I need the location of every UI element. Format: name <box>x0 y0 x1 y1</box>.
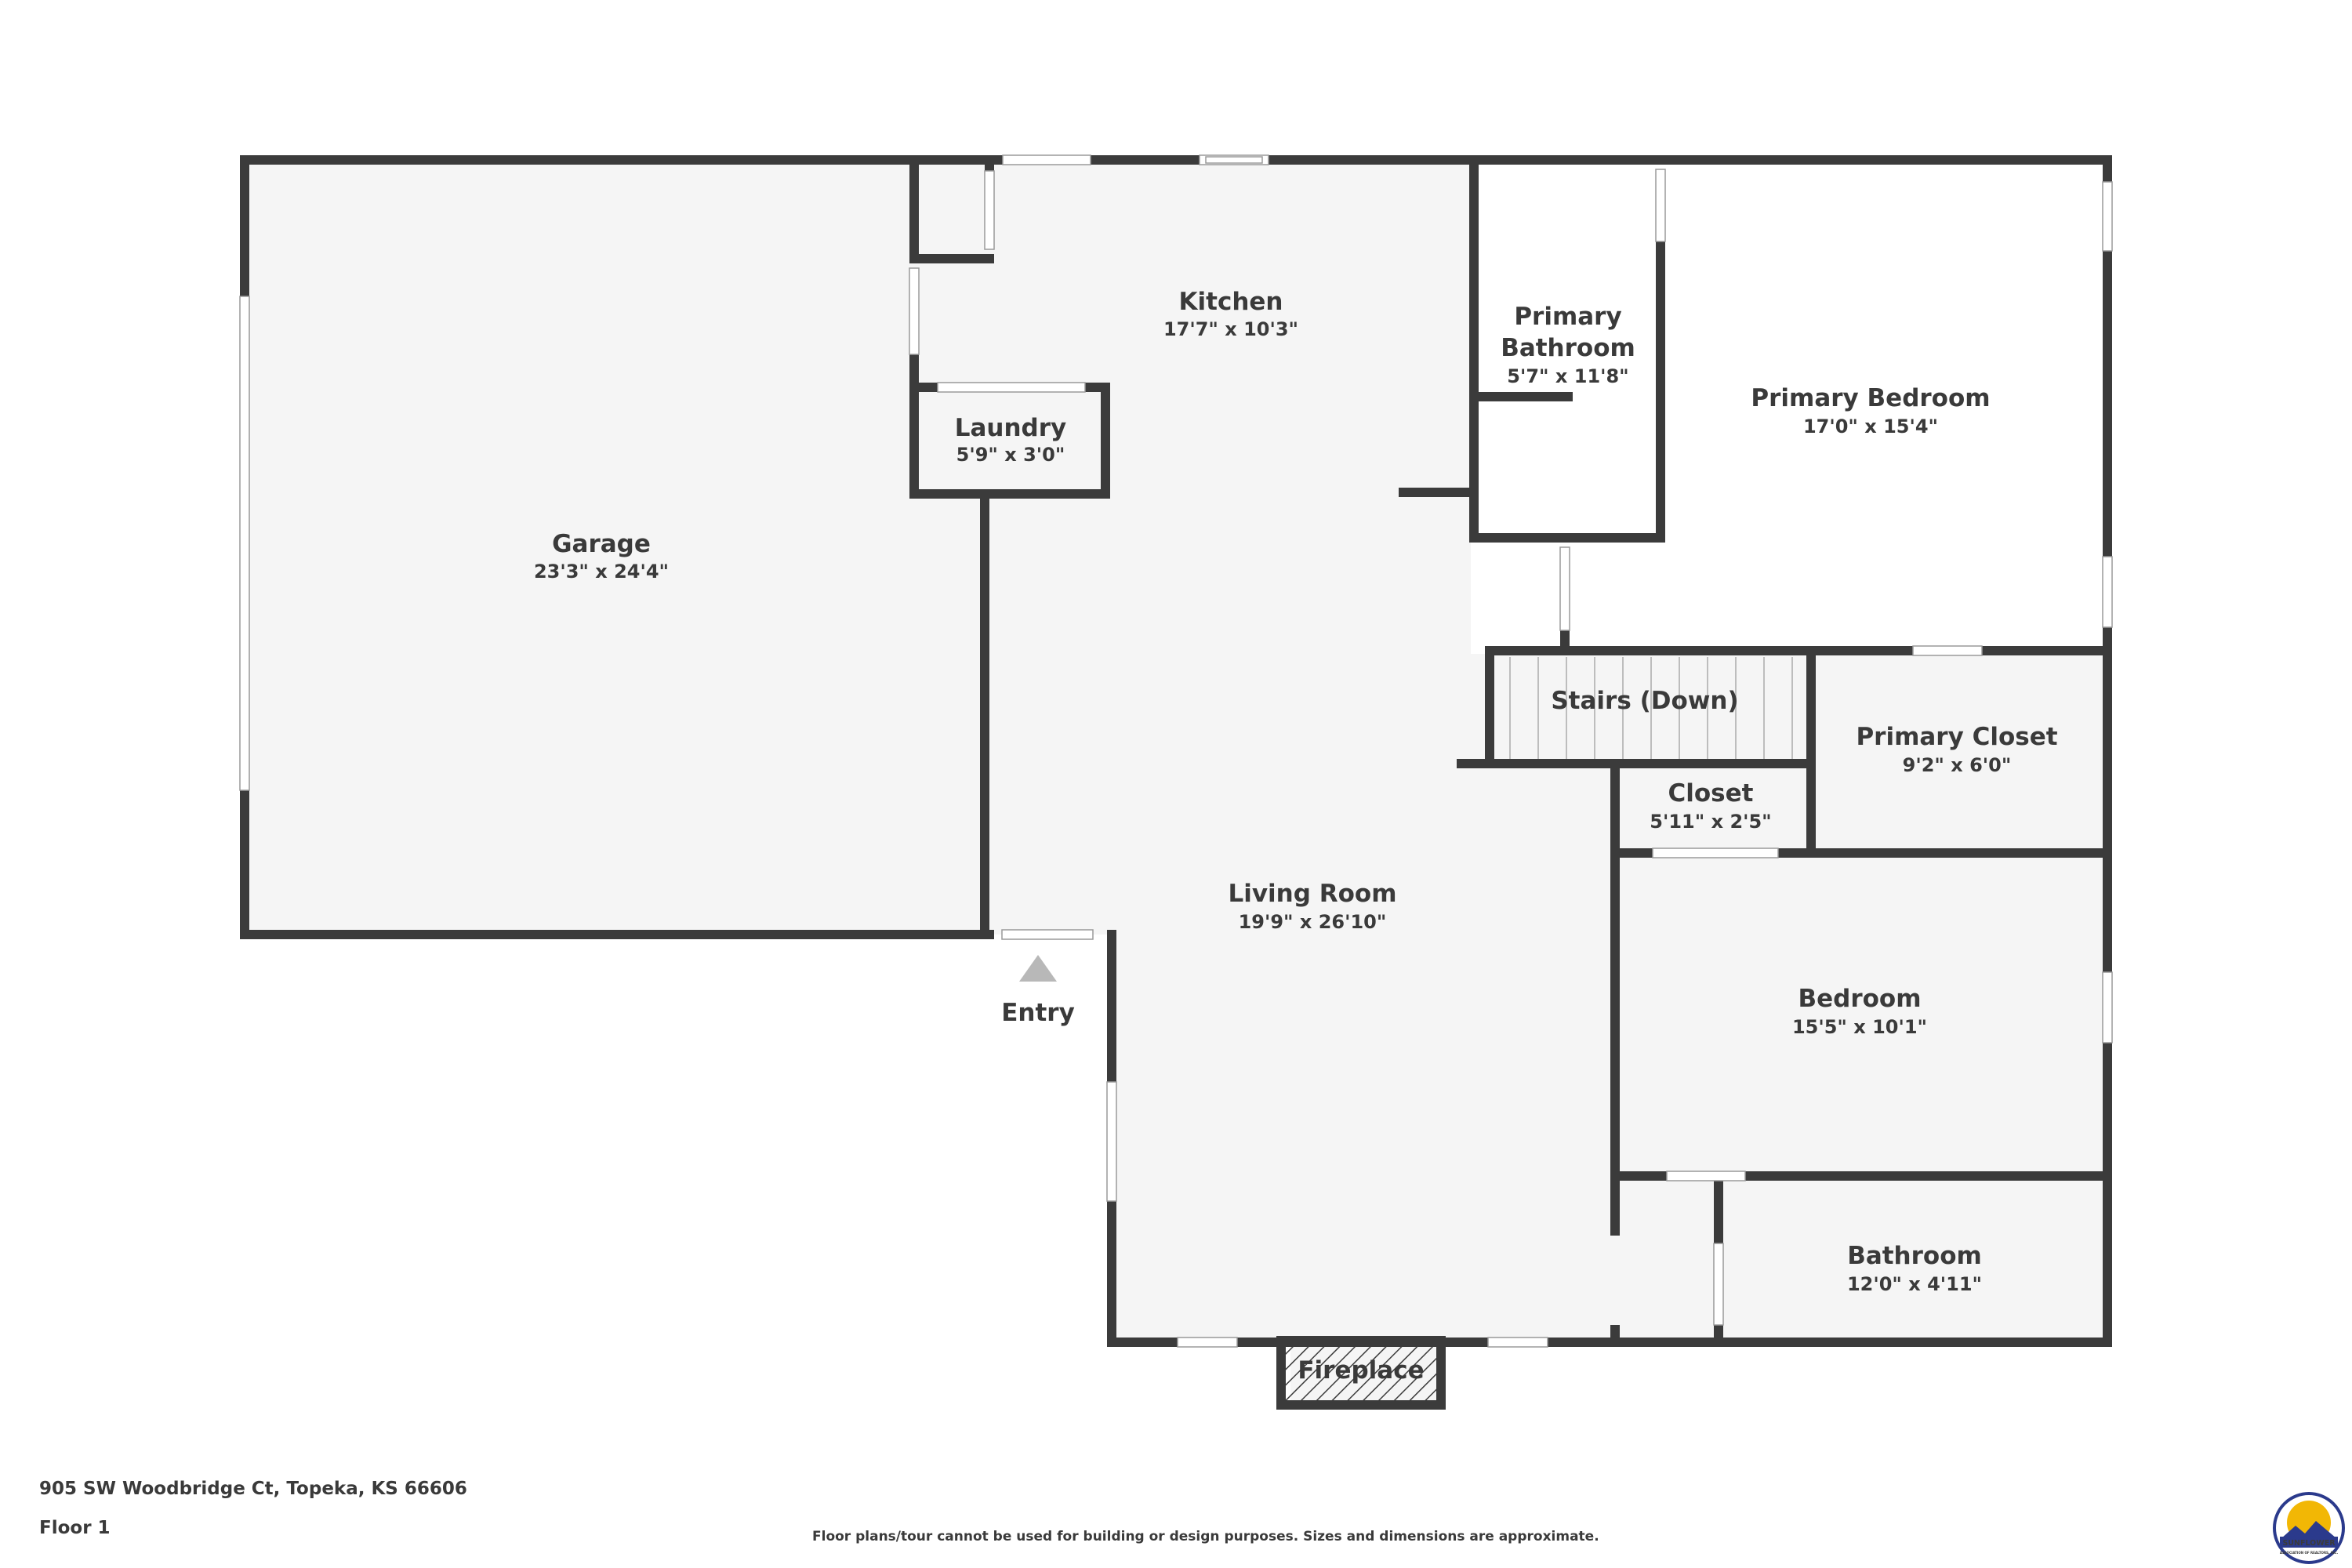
room-primary-bedroom-name: Primary Bedroom <box>1751 384 1990 412</box>
logo-text: SUNFLOWER <box>2282 1539 2336 1548</box>
entry-arrow-icon <box>1019 955 1057 982</box>
room-laundry-dimensions: 5'9" x 3'0" <box>956 444 1065 466</box>
room-bedroom-name: Bedroom <box>1798 985 1921 1013</box>
openings <box>239 154 2113 1348</box>
room-closet-dimensions: 5'11" x 2'5" <box>1650 811 1771 833</box>
room-closet-name: Closet <box>1668 779 1754 808</box>
room-kitchen-dimensions: 17'7" x 10'3" <box>1163 318 1298 340</box>
room-primary-closet-dimensions: 9'2" x 6'0" <box>1903 754 2012 776</box>
room-living-room-name: Living Room <box>1228 880 1396 908</box>
logo-subtext: ASSOCIATION OF REALTORS, INC. <box>2280 1551 2339 1555</box>
entry-label: Entry <box>1001 999 1075 1027</box>
room-stairs-name: Stairs (Down) <box>1551 687 1738 715</box>
room-garage-name: Garage <box>552 530 651 558</box>
property-address: 905 SW Woodbridge Ct, Topeka, KS 66606 <box>39 1479 467 1499</box>
sunflower-logo: SUNFLOWER ASSOCIATION OF REALTORS, INC. <box>2273 1492 2345 1564</box>
disclaimer: Floor plans/tour cannot be used for buil… <box>812 1529 1599 1544</box>
room-bathroom-name: Bathroom <box>1847 1242 1982 1270</box>
room-primary-bathroom-dimensions: 5'7" x 11'8" <box>1507 365 1628 387</box>
room-living-room-dimensions: 19'9" x 26'10" <box>1239 911 1387 933</box>
room-labels: Garage 23'3" x 24'4" Kitchen 17'7" x 10'… <box>534 288 2058 1385</box>
floor-label: Floor 1 <box>39 1518 111 1538</box>
floor-area <box>249 163 2105 1403</box>
room-primary-bedroom-dimensions: 17'0" x 15'4" <box>1803 416 1938 437</box>
room-primary-bathroom-name-line1: Primary <box>1514 303 1621 331</box>
room-bedroom-dimensions: 15'5" x 10'1" <box>1792 1016 1927 1038</box>
fireplace <box>1276 1336 1446 1410</box>
room-primary-bathroom-name-line2: Bathroom <box>1501 334 1635 362</box>
room-fireplace-name: Fireplace <box>1298 1356 1424 1385</box>
room-primary-closet-name: Primary Closet <box>1856 723 2057 751</box>
stairs <box>1509 657 1793 759</box>
room-garage-dimensions: 23'3" x 24'4" <box>534 561 669 583</box>
room-bathroom-dimensions: 12'0" x 4'11" <box>1847 1273 1982 1295</box>
room-laundry-name: Laundry <box>955 414 1067 442</box>
room-kitchen-name: Kitchen <box>1178 288 1283 316</box>
walls <box>240 155 2112 1347</box>
